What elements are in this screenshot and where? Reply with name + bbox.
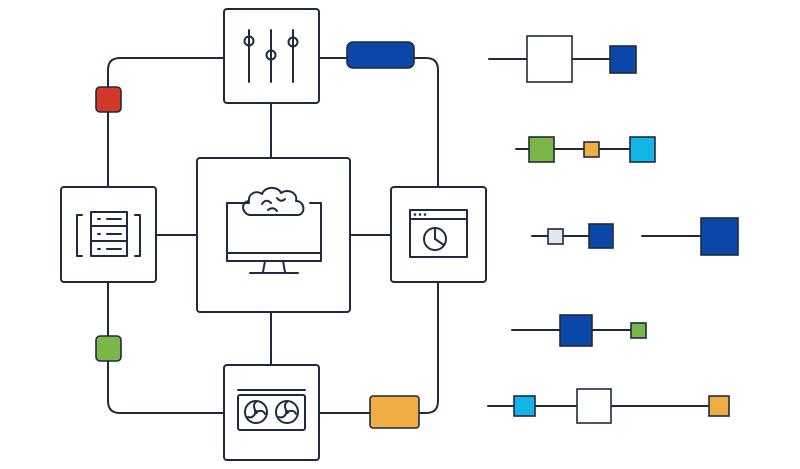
legend-square-gray <box>547 228 564 245</box>
node-analytics <box>390 186 487 283</box>
legend-square-blue-small <box>588 223 614 249</box>
connector-chip-top-right <box>346 41 415 69</box>
legend-square-orange <box>708 395 730 417</box>
legend-row-1 <box>488 35 637 83</box>
legend-row-5 <box>487 388 730 424</box>
legend-row-2 <box>515 136 656 163</box>
node-monitor <box>196 157 351 313</box>
legend-square-blue <box>559 314 593 347</box>
sliders-icon <box>243 29 299 83</box>
legend-square-cyan <box>629 136 656 163</box>
connector-chip-left-top <box>95 86 122 113</box>
legend-square-blue-large <box>700 217 739 256</box>
node-controls <box>223 8 320 104</box>
node-storage <box>60 186 157 283</box>
legend-square-white <box>526 35 573 83</box>
legend-square-cyan <box>513 395 536 417</box>
connector-lines <box>107 57 439 414</box>
connector-chip-bottom-right <box>369 395 420 429</box>
connector-chip-left-bottom <box>95 335 122 362</box>
graphics-card-icon <box>237 389 306 431</box>
legend-square-green-small <box>630 322 647 339</box>
node-gpu <box>223 364 320 461</box>
cloud-monitor-icon <box>226 186 322 274</box>
server-icon <box>76 211 141 257</box>
legend-square-green <box>528 136 555 163</box>
legend-row-3 <box>531 217 739 256</box>
legend-square-blue <box>609 45 637 74</box>
legend-square-orange <box>583 141 600 158</box>
legend-square-white <box>576 388 612 424</box>
browser-pie-chart-icon <box>409 209 468 258</box>
legend-row-4 <box>511 314 647 347</box>
